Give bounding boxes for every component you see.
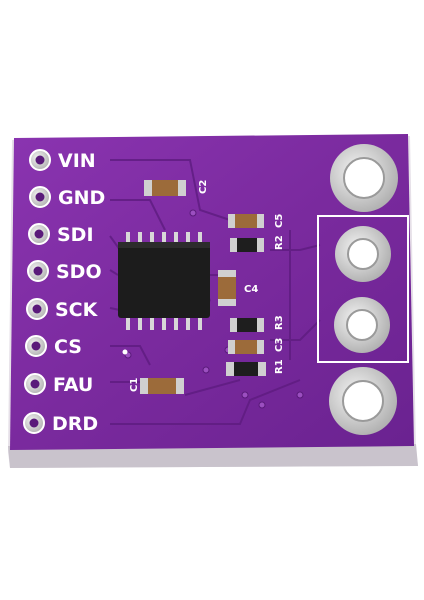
pin-label-sck: SCK (55, 299, 99, 321)
copper-traces (109, 159, 321, 425)
pin1-marker (122, 349, 128, 355)
silk-r2: R2 (274, 235, 285, 250)
silk-c2: C2 (198, 180, 209, 194)
capacitor-c5 (228, 214, 264, 228)
silk-c5: C5 (274, 214, 285, 228)
terminal-pad-1 (335, 226, 391, 282)
pin-label-cs: CS (54, 336, 82, 358)
pin-label-drd: DRD (52, 413, 98, 435)
pcb-side (8, 444, 418, 468)
terminal-pad-2 (334, 297, 390, 353)
pcb-board (10, 134, 414, 450)
pin-pad-sdo (27, 260, 49, 282)
pin-label-gnd: GND (58, 187, 105, 209)
silk-r3: R3 (274, 315, 285, 330)
silk-c3: C3 (274, 338, 285, 352)
resistor-r1 (226, 362, 266, 376)
ic-pins-top (126, 232, 202, 244)
pin-pad-gnd (29, 186, 51, 208)
pin-pad-vin (29, 149, 51, 171)
silk-r1: R1 (274, 359, 285, 374)
capacitor-c3 (228, 340, 264, 354)
pin-pad-cs (25, 335, 47, 357)
connector-outline (317, 215, 409, 363)
pin-label-sdo: SDO (56, 261, 102, 283)
pin-labels: VIN GND SDI SDO SCK CS FAU DRD (52, 150, 105, 435)
mounting-hole-top (330, 144, 398, 212)
ic-pins-bottom (126, 316, 202, 330)
pin-pad-fau (24, 373, 46, 395)
pin-pad-sck (26, 298, 48, 320)
silk-c1: C1 (129, 378, 140, 392)
resistor-r2 (230, 238, 264, 252)
pin-label-fau: FAU (53, 374, 93, 396)
header-pads (23, 149, 51, 434)
pin-pad-sdi (28, 223, 50, 245)
capacitor-c2 (144, 180, 186, 196)
silk-c4: C4 (244, 284, 258, 295)
silkscreen-labels: C2 C5 R2 C4 R3 C3 R1 C1 (129, 180, 285, 392)
pin-pad-drd (23, 412, 45, 434)
mounting-hole-bottom (329, 367, 397, 435)
pin-label-sdi: SDI (57, 224, 94, 246)
capacitor-c4 (218, 270, 236, 306)
ic-chip (118, 232, 210, 355)
pin-label-vin: VIN (58, 150, 96, 172)
capacitor-c1 (140, 378, 184, 394)
resistor-r3 (230, 318, 264, 332)
